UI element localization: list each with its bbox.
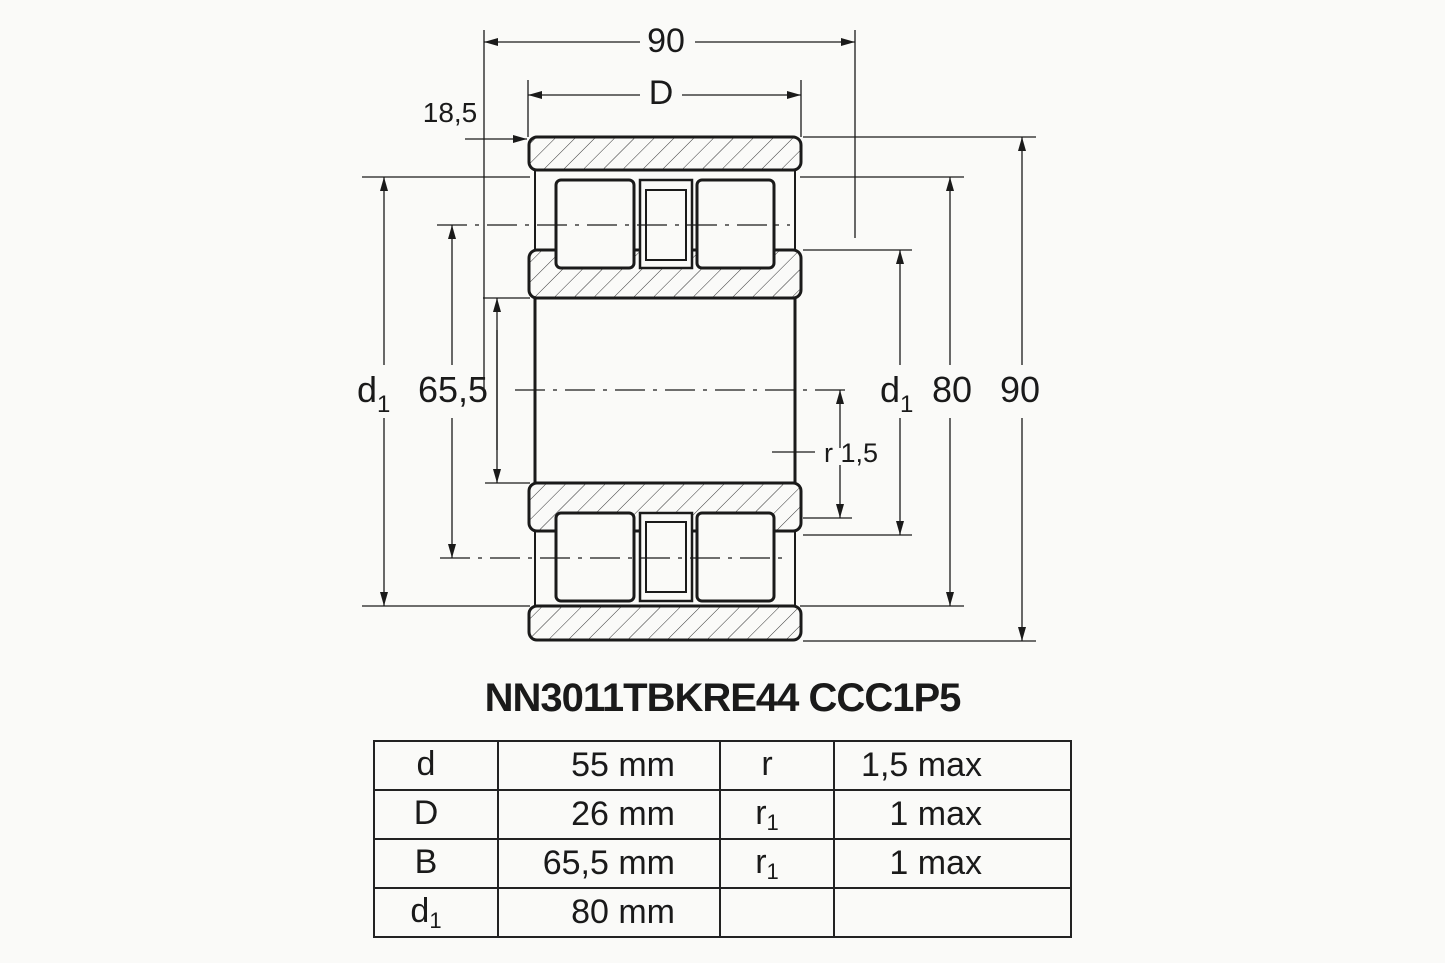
value: 26 mm	[497, 789, 721, 840]
symbol: B	[414, 842, 438, 881]
table-row: D 26 mm r1 1 max	[373, 789, 1072, 840]
value: 65,5 mm	[497, 838, 721, 889]
dim-width-label: 90	[647, 22, 685, 60]
symbol-sub: 1	[766, 809, 779, 835]
roller	[554, 178, 636, 270]
table-row: d1 80 mm	[373, 887, 1072, 938]
right-90-label: 90	[1000, 369, 1040, 410]
symbol-sub: 1	[766, 858, 779, 884]
roller	[554, 511, 636, 603]
radius-label: r 1,5	[824, 438, 878, 468]
roller	[695, 511, 776, 603]
outer-ring-bottom	[527, 604, 803, 642]
left-655-label: 65,5	[418, 369, 488, 410]
value: 80 mm	[497, 887, 721, 938]
outer-ring-top	[527, 135, 803, 172]
value: 1 max	[833, 838, 1072, 889]
value: 55 mm	[497, 740, 721, 791]
dim-D-label: D	[649, 74, 674, 112]
right-80-label: 80	[932, 369, 972, 410]
symbol: r	[755, 842, 767, 881]
symbol: r	[761, 744, 773, 783]
bearing-designation: NN3011TBKRE44 CCC1P5	[484, 676, 962, 720]
spec-table: d 55 mm r 1,5 max D 26 mm r1 1 max B 65,…	[373, 740, 1072, 938]
symbol: r	[755, 793, 767, 832]
value: 1 max	[833, 789, 1072, 840]
left-d1-label: d1	[357, 369, 390, 418]
value	[833, 887, 1072, 938]
roller	[695, 178, 776, 270]
symbol: d	[410, 891, 430, 930]
right-d1-label: d1	[880, 369, 913, 418]
cage	[638, 178, 694, 270]
dim-offset-label: 18,5	[423, 97, 478, 128]
symbol: D	[413, 793, 439, 832]
cage	[638, 511, 694, 603]
symbol: d	[416, 744, 436, 783]
value: 1,5 max	[833, 740, 1072, 791]
table-row: B 65,5 mm r1 1 max	[373, 838, 1072, 889]
table-row: d 55 mm r 1,5 max	[373, 740, 1072, 791]
symbol-sub: 1	[429, 907, 442, 933]
